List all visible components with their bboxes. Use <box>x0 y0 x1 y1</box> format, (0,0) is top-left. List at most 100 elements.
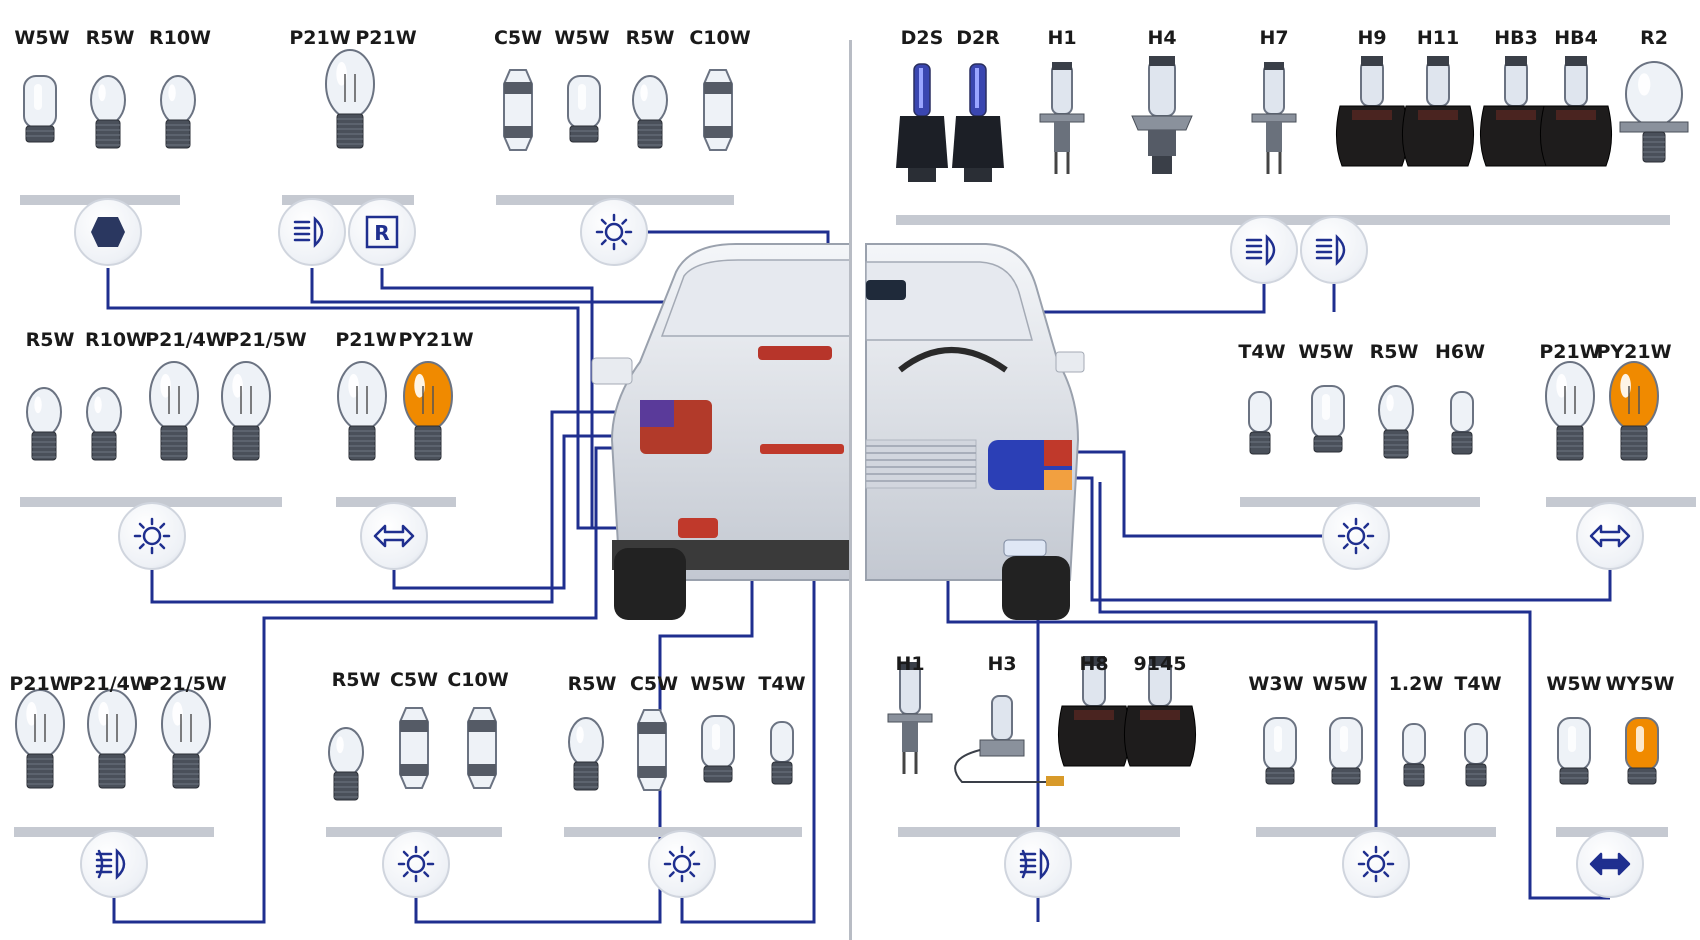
g7-bulb-2 <box>467 707 497 789</box>
g1-bulb-1 <box>90 75 126 149</box>
front-fog-lamp-icon <box>1004 830 1072 898</box>
bulb-label: C5W <box>493 27 543 49</box>
g3-bulb-2 <box>632 75 668 149</box>
bulb-label: P21W <box>355 27 417 49</box>
bulb-label: W5W <box>1298 341 1354 363</box>
g9-bulb-8 <box>1540 56 1612 167</box>
g9-bulb-7 <box>1480 56 1552 167</box>
g8-bulb-1 <box>637 709 667 791</box>
center-divider <box>849 40 852 940</box>
bulb-label: C10W <box>689 27 751 49</box>
g8-bulb-2 <box>701 715 735 783</box>
g6-bulb-2 <box>161 689 211 789</box>
g13-bulb-2 <box>1402 723 1426 787</box>
g3-bulb-1 <box>567 75 601 143</box>
g9-bulb-3 <box>1131 56 1193 174</box>
high-beam-icon <box>1300 216 1368 284</box>
bulb-label: P21W <box>335 329 397 351</box>
front-wheel <box>1002 556 1070 620</box>
bulb-label: H9 <box>1357 27 1387 49</box>
g5-bulb-0 <box>337 361 387 461</box>
g2-shelf <box>282 195 414 205</box>
bulb-label: P21W <box>1539 341 1601 363</box>
wire-4 <box>150 410 648 604</box>
bulb-label: H3 <box>987 653 1017 675</box>
g6-bulb-0 <box>15 689 65 789</box>
bulb-label: R5W <box>25 329 75 351</box>
bulb-label: H1 <box>1047 27 1077 49</box>
bulb-label: HB3 <box>1494 27 1538 49</box>
reverse-light-icon: R <box>348 198 416 266</box>
bulb-label: W5W <box>690 673 746 695</box>
wire-2 <box>380 268 594 528</box>
bulb-label: P21/4W <box>69 673 151 695</box>
svg-text:R: R <box>374 221 389 245</box>
bulb-label: T4W <box>1238 341 1286 363</box>
bulb-label: R5W <box>625 27 675 49</box>
g4-bulb-3 <box>221 361 271 461</box>
g12-bulb-0 <box>887 662 933 774</box>
bulb-label: 9145 <box>1133 653 1187 675</box>
g14-bulb-0 <box>1557 717 1591 785</box>
rear-fog <box>678 518 718 538</box>
bulb-label: PY21W <box>398 329 474 351</box>
bulb-label: R2 <box>1640 27 1668 49</box>
g9-bulb-0 <box>896 63 948 182</box>
g9-bulb-4 <box>1251 62 1297 174</box>
bulb-label: H1 <box>895 653 925 675</box>
g5-bulb-1 <box>403 361 453 461</box>
bulb-label: P21W <box>9 673 71 695</box>
g1-bulb-0 <box>23 75 57 143</box>
g11-bulb-0 <box>1545 361 1595 461</box>
wire-6 <box>112 446 650 924</box>
bulb-label: R5W <box>1369 341 1419 363</box>
bulb-label: W3W <box>1248 673 1304 695</box>
wire-0 <box>106 268 690 530</box>
bulb-label: P21/5W <box>145 673 227 695</box>
g10-bulb-0 <box>1248 391 1272 455</box>
g2-bulb-0 <box>325 49 375 149</box>
g6-bulb-1 <box>87 689 137 789</box>
bulb-label: P21/4W <box>145 329 227 351</box>
low-beam-icon <box>1230 216 1298 284</box>
bulb-label: D2S <box>900 27 944 49</box>
bulb-label: P21W <box>289 27 351 49</box>
g4-bulb-0 <box>26 387 62 461</box>
g11-bulb-1 <box>1609 361 1659 461</box>
bulb-label: R10W <box>148 27 212 49</box>
bulb-label: H7 <box>1259 27 1289 49</box>
g12-bulb-2 <box>1058 656 1130 767</box>
bulb-label: W5W <box>554 27 610 49</box>
bulb-label: R10W <box>84 329 148 351</box>
g10-bulb-2 <box>1378 385 1414 459</box>
bulb-label: WY5W <box>1605 673 1675 695</box>
bulb-label: R5W <box>567 673 617 695</box>
turn-signal-icon <box>1576 502 1644 570</box>
g13-bulb-3 <box>1464 723 1488 787</box>
rear-wheel <box>614 548 686 620</box>
g12-bulb-1 <box>954 695 1064 786</box>
license-plate-light-icon <box>382 830 450 898</box>
bulb-label: H8 <box>1079 653 1109 675</box>
g10-bulb-1 <box>1311 385 1345 453</box>
g3-bulb-3 <box>703 69 733 151</box>
bulb-label: H11 <box>1416 27 1460 49</box>
interior-light-icon <box>580 198 648 266</box>
g10-bulb-3 <box>1450 391 1474 455</box>
bulb-label: T4W <box>758 673 806 695</box>
side-repeater-icon <box>1576 830 1644 898</box>
g13-bulb-1 <box>1329 717 1363 785</box>
bulb-label: W5W <box>1312 673 1368 695</box>
g9-bulb-2 <box>1039 62 1085 174</box>
g9-shelf <box>896 215 1670 225</box>
g12-bulb-3 <box>1124 656 1196 767</box>
fog-lamp-icon <box>74 198 142 266</box>
headlamp-icon <box>278 198 346 266</box>
g4-bulb-2 <box>149 361 199 461</box>
g1-bulb-2 <box>160 75 196 149</box>
bulb-label: R5W <box>331 669 381 691</box>
g9-bulb-5 <box>1336 56 1408 167</box>
